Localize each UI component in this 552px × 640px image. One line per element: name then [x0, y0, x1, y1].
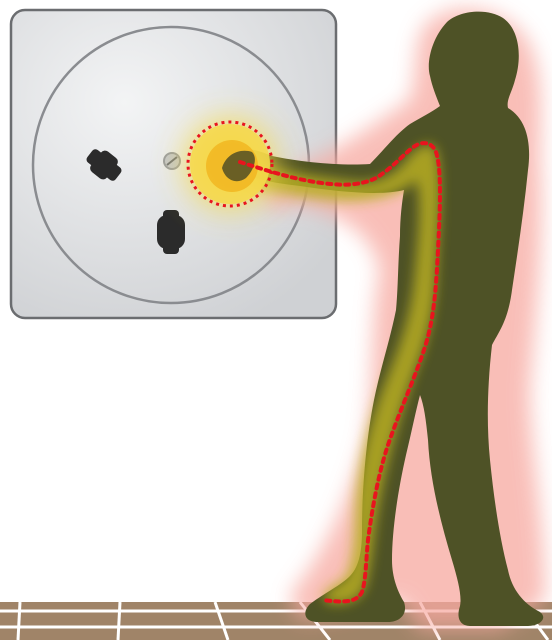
contact-point-icon	[172, 106, 288, 222]
